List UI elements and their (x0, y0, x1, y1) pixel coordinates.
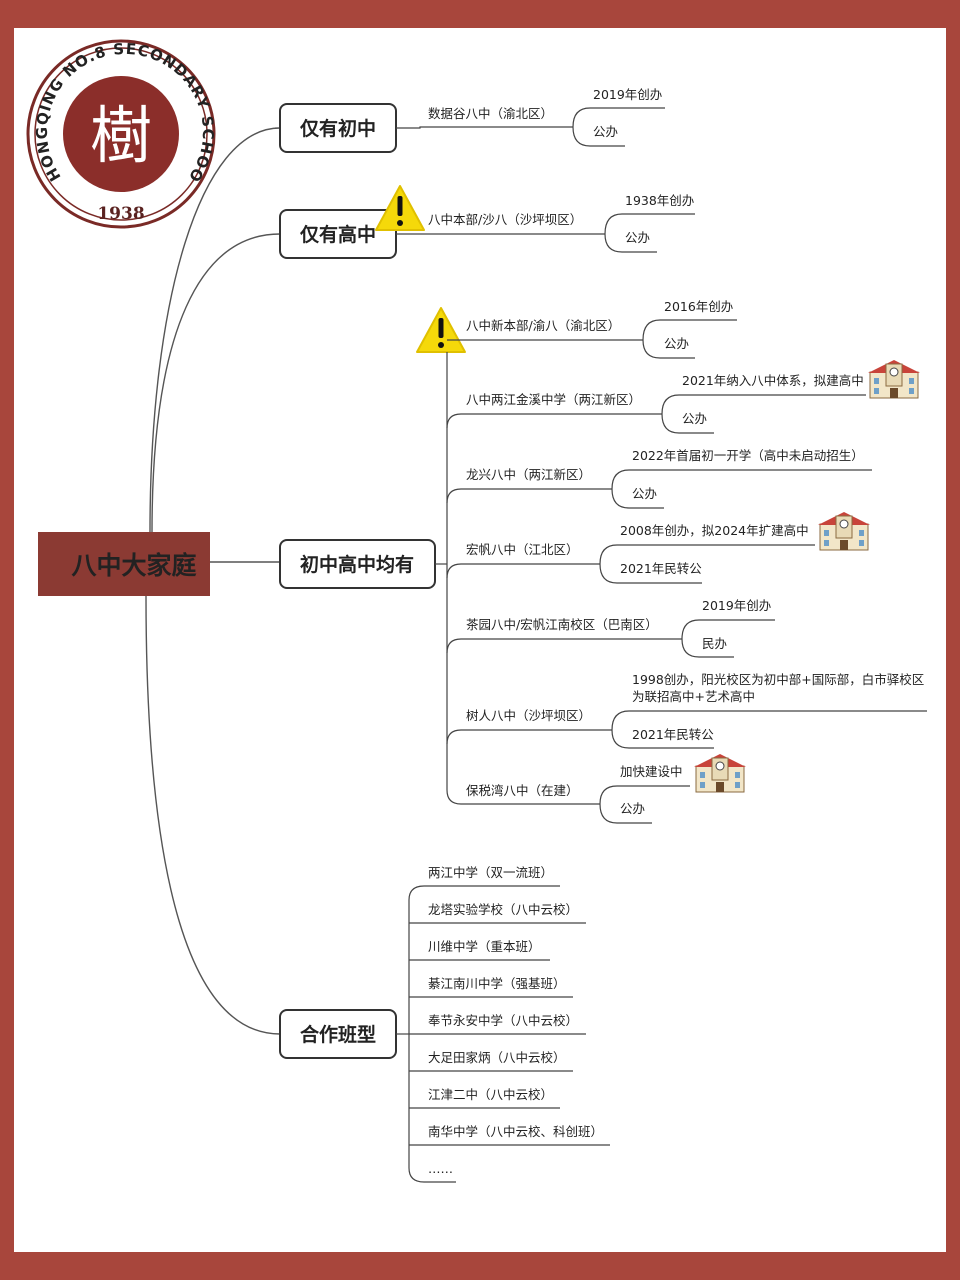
branch-both: 初中高中均有 (279, 539, 436, 589)
school-name: 宏帆八中（江北区） (466, 542, 579, 557)
school-type: 2021年民转公 (620, 561, 702, 576)
school-name: 树人八中（沙坪坝区） (466, 708, 591, 723)
school-founded: 加快建设中 (620, 764, 683, 779)
connector-only-junior (149, 127, 281, 533)
school-building-icon (694, 754, 746, 793)
both-row-lines (446, 319, 927, 824)
coop-item: 南华中学（八中云校、科创班） (428, 1124, 603, 1139)
logo-glyph: 樹 (90, 99, 152, 172)
branch-label: 仅有初中 (299, 117, 376, 140)
coop-item: 奉节永安中学（八中云校） (428, 1013, 578, 1028)
coop-lines (396, 885, 610, 1183)
branch-coop: 合作班型 (279, 1009, 397, 1059)
branch-only-senior: 仅有高中 (279, 209, 397, 259)
connector-only-senior (151, 233, 281, 533)
root-label: 八中大家庭 (71, 551, 196, 580)
school-type: 公办 (632, 486, 657, 501)
school-name: 八中新本部/渝八（渝北区） (466, 318, 620, 333)
coop-item: 龙塔实验学校（八中云校） (428, 902, 578, 917)
school-building-icon (818, 512, 870, 551)
school-founded: 2008年创办，拟2024年扩建高中 (620, 523, 809, 538)
school-type: 民办 (702, 636, 727, 651)
coop-item: 两江中学（双一流班） (428, 865, 553, 880)
connector-coop (145, 595, 281, 1035)
both-trunk (435, 352, 462, 805)
coop-item: 川维中学（重本班） (428, 939, 541, 954)
coop-item: 大足田家炳（八中云校） (428, 1050, 566, 1065)
warning-icon (416, 307, 466, 353)
school-name: 八中两江金溪中学（两江新区） (466, 392, 641, 407)
school-founded: 2021年纳入八中体系，拟建高中 (682, 373, 864, 388)
logo-year: 1938 (97, 204, 144, 224)
branch-label: 合作班型 (300, 1023, 376, 1046)
school-logo: CHONGQING NO.8 SECONDARY SCHOOL 樹 1938 (0, 0, 216, 229)
coop-item: 綦江南川中学（强基班） (428, 976, 566, 991)
school-type: 公办 (682, 411, 707, 426)
school-type: 公办 (593, 124, 618, 139)
school-name: 茶园八中/宏帆江南校区（巴南区） (466, 617, 658, 632)
school-name: 数据谷八中（渝北区） (428, 106, 553, 121)
school-founded: 2019年创办 (702, 598, 771, 613)
branch-label: 仅有高中 (299, 223, 376, 246)
school-type: 公办 (664, 336, 689, 351)
school-name: 保税湾八中（在建） (466, 783, 579, 798)
school-founded: 2022年首届初一开学（高中未启动招生） (632, 448, 864, 463)
root-node: 八中大家庭 (38, 532, 210, 596)
school-founded: 1998创办，阳光校区为初中部+国际部，白市驿校区 (632, 672, 924, 687)
school-founded: 1938年创办 (625, 193, 694, 208)
school-type: 2021年民转公 (632, 727, 714, 742)
only-junior-lines (396, 107, 665, 147)
school-building-icon (868, 360, 920, 399)
school-founded: 2016年创办 (664, 299, 733, 314)
coop-list: 两江中学（双一流班） 龙塔实验学校（八中云校） 川维中学（重本班） 綦江南川中学… (428, 865, 603, 1176)
school-name: 龙兴八中（两江新区） (466, 467, 591, 482)
school-founded-line2: 为联招高中+艺术高中 (632, 689, 755, 704)
school-type: 公办 (620, 801, 645, 816)
root-connectors (145, 127, 281, 1035)
branch-only-junior: 仅有初中 (279, 103, 397, 153)
paper-sheet (14, 28, 946, 1252)
school-type: 公办 (625, 230, 650, 245)
coop-item: 江津二中（八中云校） (428, 1087, 553, 1102)
warning-icon (375, 185, 425, 231)
school-name: 八中本部/沙八（沙坪坝区） (428, 212, 582, 227)
coop-item: …… (428, 1161, 453, 1176)
only-senior-lines (396, 213, 695, 253)
branch-label: 初中高中均有 (300, 553, 414, 576)
school-founded: 2019年创办 (593, 87, 662, 102)
